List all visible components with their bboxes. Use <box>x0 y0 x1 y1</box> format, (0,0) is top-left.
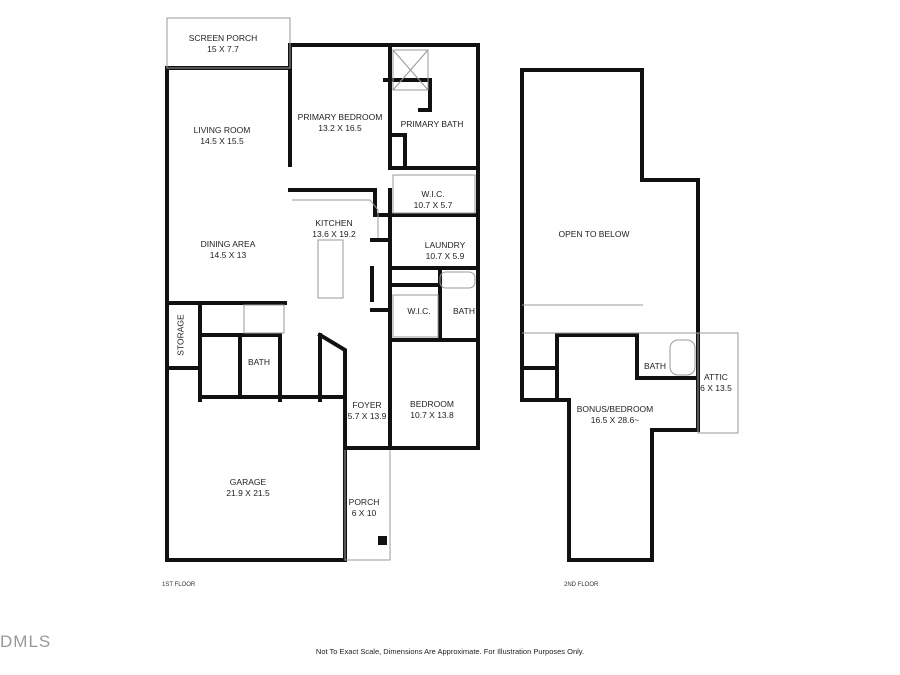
room-bath-2: BATH <box>247 357 271 367</box>
second-floor-fixtures <box>522 304 739 434</box>
room-open-to-below: OPEN TO BELOW <box>558 229 630 239</box>
room-bath-upper: BATH <box>643 361 667 371</box>
post <box>378 536 387 545</box>
disclaimer: Not To Exact Scale, Dimensions Are Appro… <box>315 647 585 656</box>
floor-label-1st: 1ST FLOOR <box>162 582 196 588</box>
room-wic: W.I.C. <box>407 306 431 316</box>
room-bath: BATH <box>452 306 476 316</box>
room-primary-bath: PRIMARY BATH <box>400 119 464 129</box>
first-floor-fixtures <box>166 17 476 561</box>
first-floor-walls <box>165 43 480 562</box>
floor-label-2nd: 2ND FLOOR <box>564 582 599 588</box>
mls-logo: DMLS <box>0 632 52 651</box>
room-storage: STORAGE <box>175 314 186 356</box>
room-primary-wic: W.I.C.10.7 X 5.7 <box>413 189 453 210</box>
second-floor-walls <box>520 68 700 562</box>
